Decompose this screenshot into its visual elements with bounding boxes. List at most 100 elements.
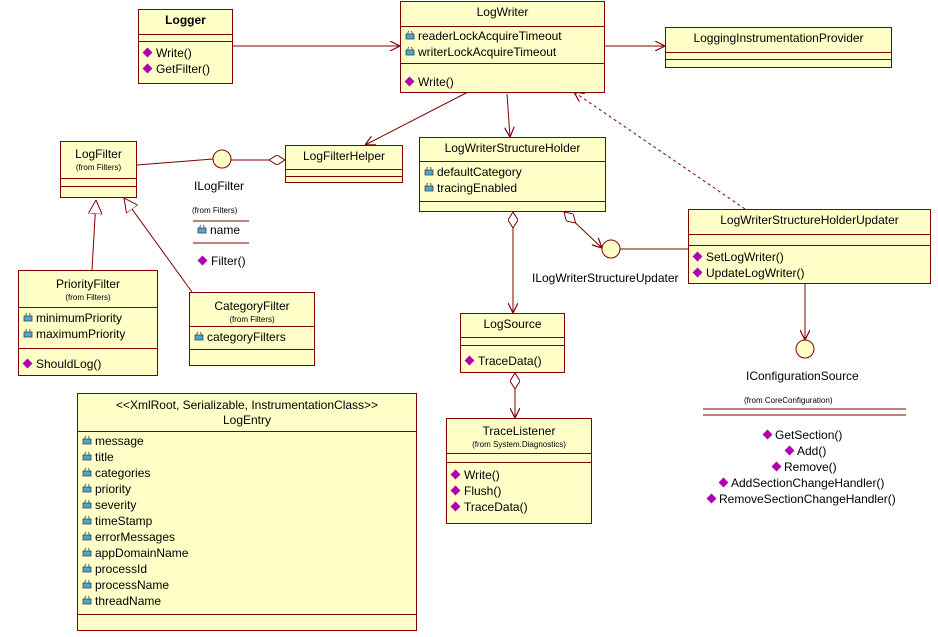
class-title: LogFilterHelper xyxy=(302,149,386,163)
operation: ShouldLog() xyxy=(19,356,157,372)
interface-operation: RemoveSectionChangeHandler() xyxy=(706,491,896,507)
class-logging-instrumentation-provider[interactable]: LoggingInstrumentationProvider xyxy=(665,27,892,68)
class-stereotype: <<XmlRoot, Serializable, Instrumentation… xyxy=(115,398,379,412)
attribute: writerLockAcquireTimeout xyxy=(401,44,604,60)
iconfig-lollipop xyxy=(795,339,815,359)
private-attribute-icon xyxy=(197,225,207,234)
attribute-section: message title categories priority severi… xyxy=(78,431,416,614)
attribute-section: defaultCategory tracingEnabled xyxy=(420,161,605,201)
class-logwriter-structure-holder-updater[interactable]: LogWriterStructureHolderUpdater SetLogWr… xyxy=(688,209,931,284)
private-attribute-icon xyxy=(82,452,92,461)
operation-icon xyxy=(464,355,475,366)
attribute: timeStamp xyxy=(78,513,416,529)
class-package: (from System.Diagnostics) xyxy=(472,440,566,449)
operation-section xyxy=(78,614,416,615)
operation-icon xyxy=(450,501,461,512)
operation: Write() xyxy=(401,74,604,90)
attribute: title xyxy=(78,449,416,465)
private-attribute-icon xyxy=(82,436,92,445)
private-attribute-icon xyxy=(405,31,415,40)
operation: TraceData() xyxy=(461,353,564,369)
private-attribute-icon xyxy=(82,548,92,557)
operation-section: Write() GetFilter() xyxy=(139,41,232,77)
operation: TraceData() xyxy=(447,499,591,515)
interface-operation: GetSection() xyxy=(762,427,842,443)
attribute: tracingEnabled xyxy=(420,180,605,196)
edge-priority-logfilter xyxy=(92,200,96,271)
operation-section: Write() xyxy=(401,63,604,90)
operation: Flush() xyxy=(447,483,591,499)
iupdater-lollipop xyxy=(601,239,621,259)
class-title: LogSource xyxy=(483,317,542,331)
class-package: (from Filters) xyxy=(229,315,275,324)
attribute: maximumPriority xyxy=(19,326,157,342)
edge-logfilter-ilogfilter xyxy=(136,158,214,166)
private-attribute-icon xyxy=(82,500,92,509)
interface-ilogwriter-structure-updater[interactable]: ILogWriterStructureUpdater xyxy=(532,271,679,285)
class-category-filter[interactable]: CategoryFilter (from Filters) categoryFi… xyxy=(189,292,315,366)
attribute: minimumPriority xyxy=(19,310,157,326)
class-priority-filter[interactable]: PriorityFilter (from Filters) minimumPri… xyxy=(18,270,158,376)
edge-logwriter-helper xyxy=(365,91,469,145)
operation-section xyxy=(190,349,314,350)
interface-ilogfilter-attribute: name xyxy=(193,222,240,238)
class-logwriter[interactable]: LogWriter readerLockAcquireTimeout write… xyxy=(400,1,605,93)
attribute-section xyxy=(139,34,232,41)
class-logger[interactable]: Logger Write() GetFilter() xyxy=(138,9,233,84)
class-title: LoggingInstrumentationProvider xyxy=(693,31,864,45)
operation-icon xyxy=(450,469,461,480)
class-title: LogWriter xyxy=(476,5,529,19)
attribute: processName xyxy=(78,577,416,593)
attribute-section: readerLockAcquireTimeout writerLockAcqui… xyxy=(401,26,604,63)
private-attribute-icon xyxy=(23,313,33,322)
class-logentry[interactable]: <<XmlRoot, Serializable, Instrumentation… xyxy=(77,393,417,631)
attribute-section xyxy=(286,169,402,176)
operation-section xyxy=(286,176,402,177)
attribute: processId xyxy=(78,561,416,577)
operation-section: TraceData() xyxy=(461,345,564,369)
private-attribute-icon xyxy=(82,596,92,605)
private-attribute-icon xyxy=(82,516,92,525)
attribute: errorMessages xyxy=(78,529,416,545)
operation-section xyxy=(61,186,136,187)
operation: GetFilter() xyxy=(139,61,232,77)
private-attribute-icon xyxy=(194,332,204,341)
attribute: categoryFilters xyxy=(190,329,314,345)
class-logfilter-helper[interactable]: LogFilterHelper xyxy=(285,145,403,183)
operation: Write() xyxy=(447,467,591,483)
class-title: Logger xyxy=(165,13,206,27)
class-title: LogWriterStructureHolder xyxy=(444,141,581,155)
class-title: TraceListener xyxy=(482,424,556,438)
private-attribute-icon xyxy=(23,329,33,338)
private-attribute-icon xyxy=(82,468,92,477)
class-logfilter[interactable]: LogFilter (from Filters) xyxy=(60,141,137,198)
private-attribute-icon xyxy=(82,564,92,573)
private-attribute-icon xyxy=(82,532,92,541)
operation-section: SetLogWriter() UpdateLogWriter() xyxy=(689,245,930,281)
operation-section: Write() Flush() TraceData() xyxy=(447,462,591,515)
operation-icon xyxy=(692,251,703,262)
operation-section: ShouldLog() xyxy=(19,348,157,372)
edge-category-logfilter xyxy=(124,198,193,293)
interface-iconfiguration-source[interactable]: IConfigurationSource xyxy=(746,369,859,383)
attribute: categories xyxy=(78,465,416,481)
interface-operation: Add() xyxy=(784,443,826,459)
class-logsource[interactable]: LogSource TraceData() xyxy=(460,313,565,373)
interface-operation: AddSectionChangeHandler() xyxy=(718,475,884,491)
private-attribute-icon xyxy=(424,183,434,192)
class-title: LogEntry xyxy=(222,413,272,427)
attribute: message xyxy=(78,433,416,449)
class-package: (from Filters) xyxy=(65,293,111,302)
operation-icon xyxy=(142,63,153,74)
attribute: defaultCategory xyxy=(420,164,605,180)
attribute-section: categoryFilters xyxy=(190,326,314,349)
operation-icon xyxy=(197,255,208,266)
interface-ilogfilter-name[interactable]: ILogFilter xyxy=(194,179,245,193)
attribute: appDomainName xyxy=(78,545,416,561)
attribute: priority xyxy=(78,481,416,497)
class-logwriter-structure-holder[interactable]: LogWriterStructureHolder defaultCategory… xyxy=(419,137,606,212)
interface-ilogfilter-package: (from Filters) xyxy=(192,206,238,215)
class-tracelistener[interactable]: TraceListener (from System.Diagnostics) … xyxy=(446,418,592,524)
class-title: LogFilter xyxy=(75,147,122,161)
